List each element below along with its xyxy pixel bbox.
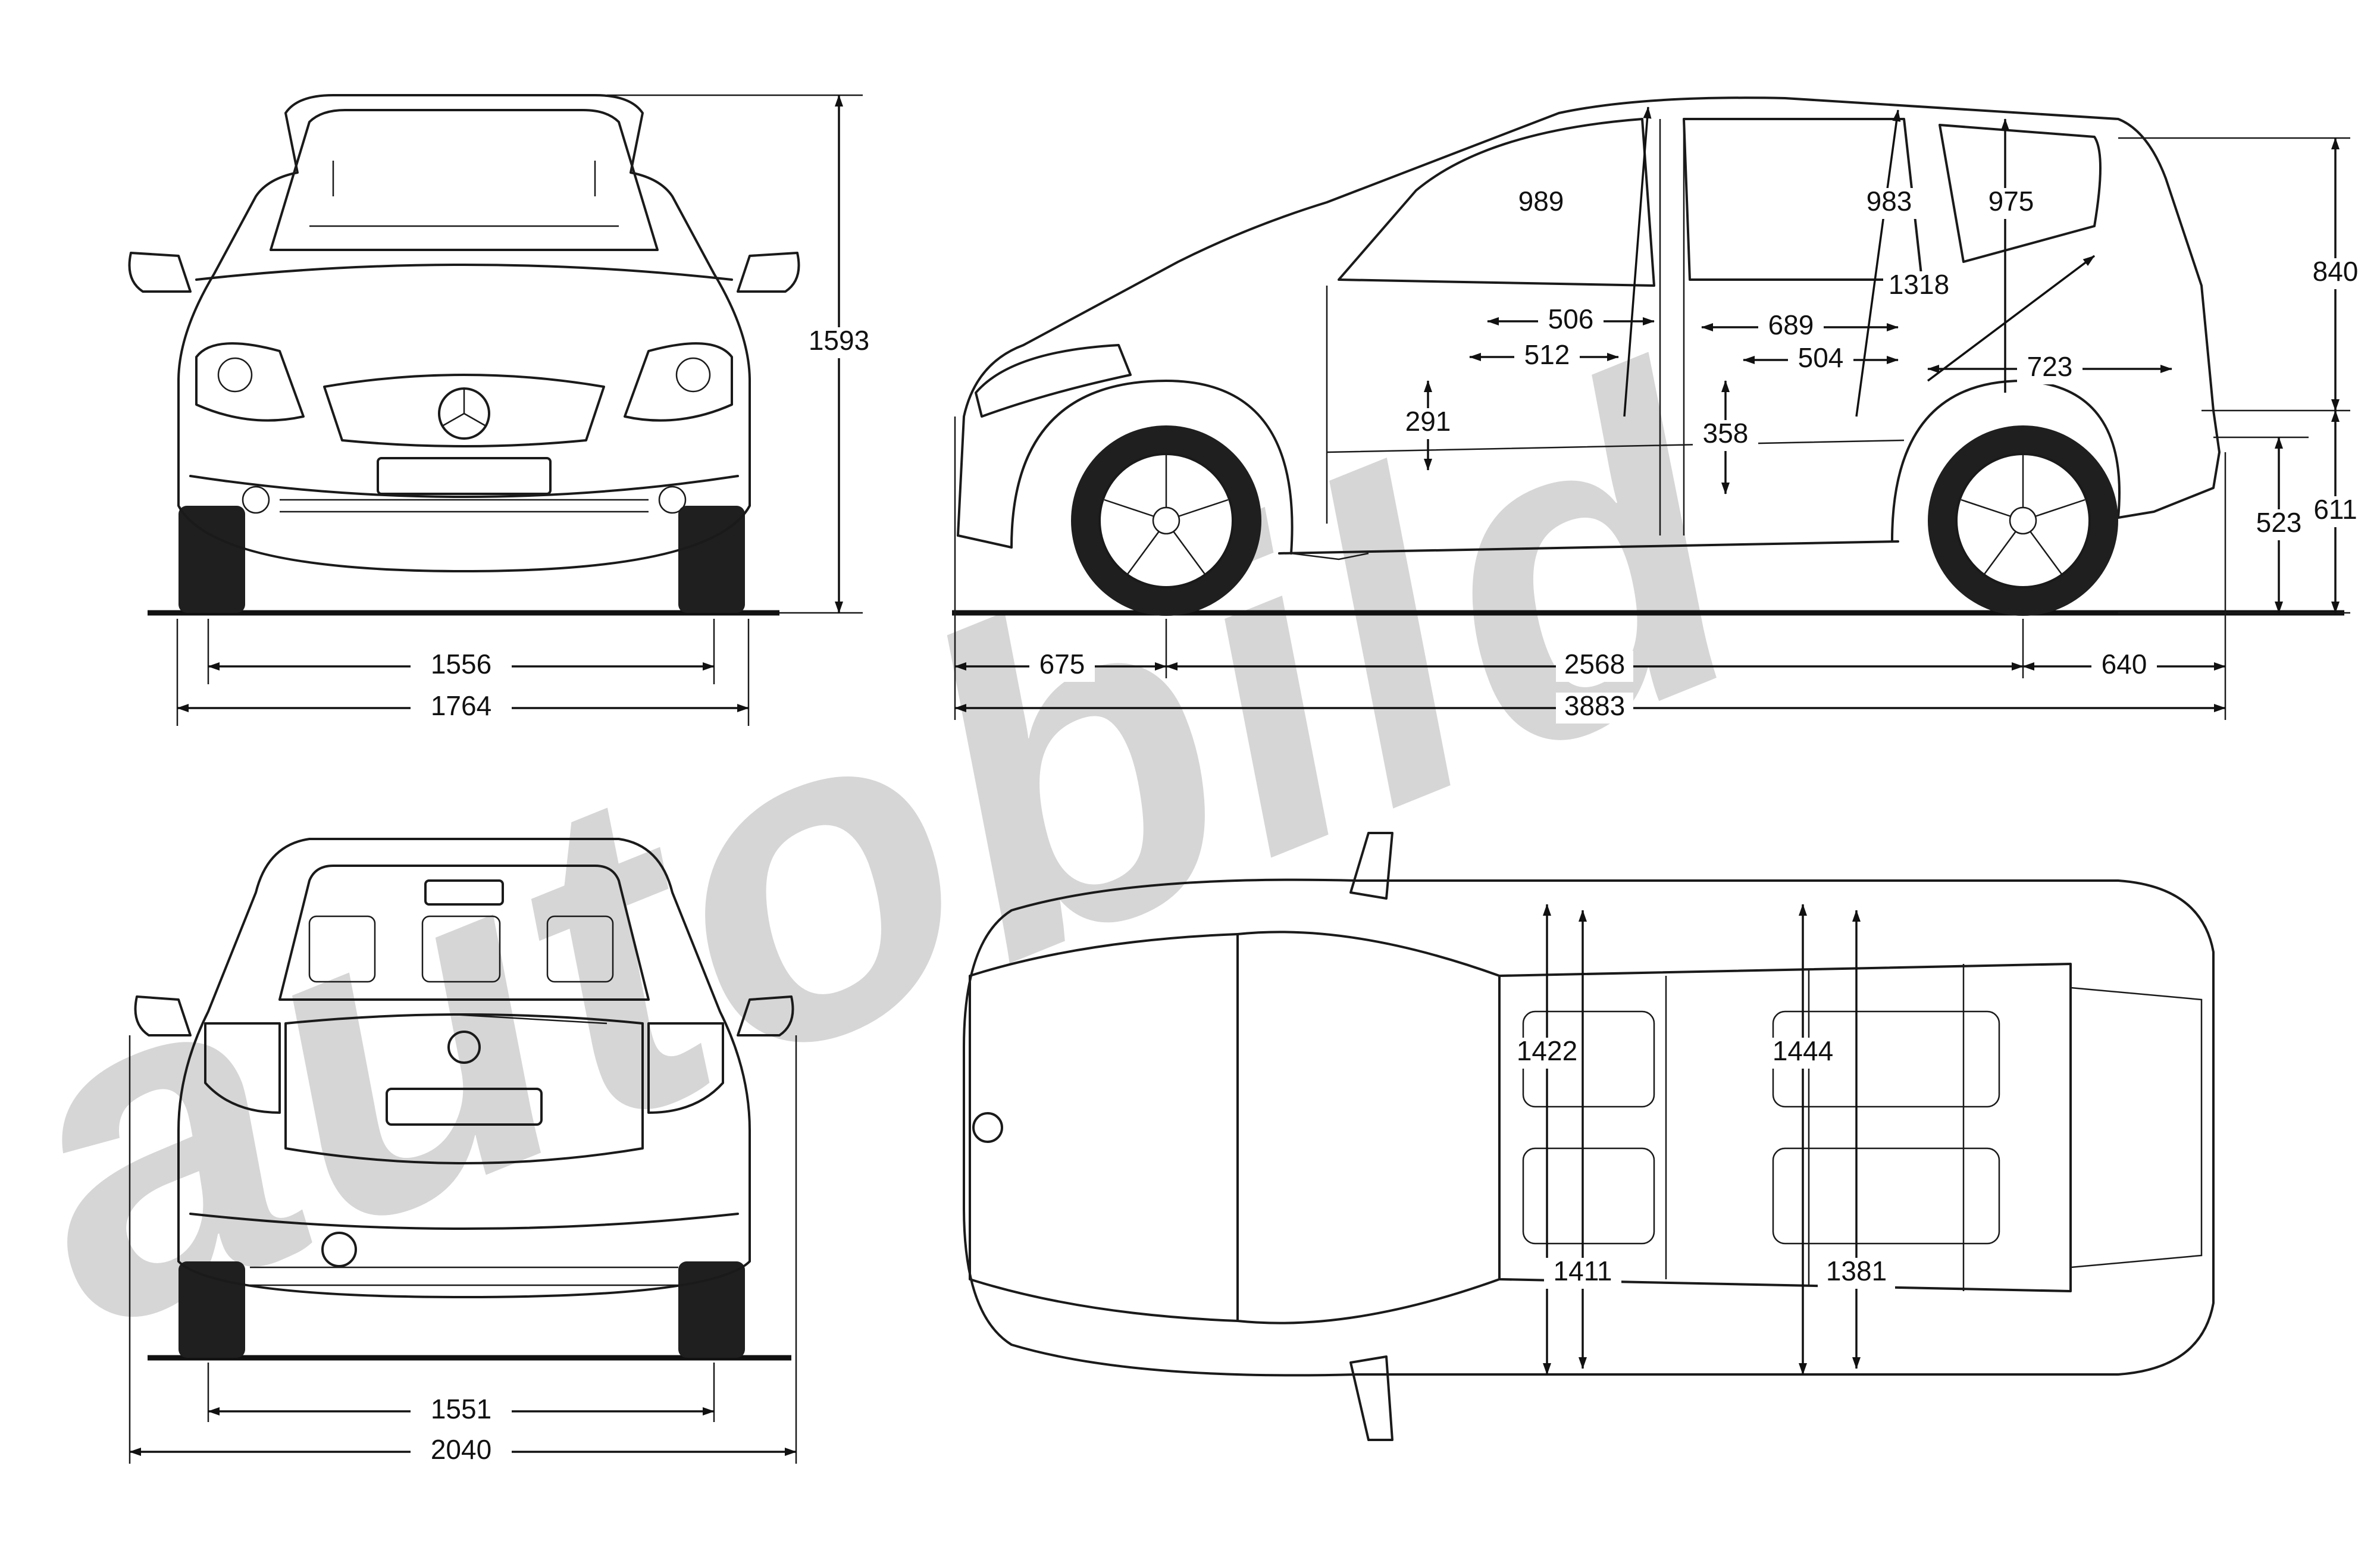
side-front-seat-depth-label: 506 xyxy=(1548,303,1594,334)
side-front-cushion-label: 512 xyxy=(1524,339,1570,370)
side-front-headroom-label: 989 xyxy=(1518,186,1564,217)
side-front-seat-height-label: 291 xyxy=(1405,406,1451,437)
side-load-sill-label: 611 xyxy=(2313,494,2357,525)
side-cargo-height-label: 975 xyxy=(1988,186,2034,217)
rear-view: 1551 2040 xyxy=(129,838,797,1467)
side-rear-headroom-label: 983 xyxy=(1867,186,1912,217)
side-view: 989 983 975 1318 506 512 291 689 504 358… xyxy=(952,96,2368,724)
front-view: 1556 1764 1593 xyxy=(128,94,878,726)
watermark: autobild xyxy=(0,274,1812,1422)
top-rear-shoulder-label: 1444 xyxy=(1773,1035,1833,1066)
top-view: 1422 1444 1411 1381 xyxy=(963,832,2215,1441)
side-rear-legroom-label: 689 xyxy=(1768,309,1814,340)
front-height-label: 1593 xyxy=(809,325,869,356)
side-cargo-length-label: 723 xyxy=(2027,351,2073,382)
front-width-label: 1764 xyxy=(431,690,491,721)
side-rear-seat-height-label: 358 xyxy=(1703,418,1749,449)
side-rear-cushion-label: 504 xyxy=(1798,342,1844,373)
top-rear-hip-label: 1381 xyxy=(1826,1255,1887,1286)
side-rear-overhang-label: 640 xyxy=(2102,649,2147,679)
side-length-label: 3883 xyxy=(1564,690,1625,721)
side-rear-height-label: 840 xyxy=(2313,256,2359,287)
side-bumper-height-label: 523 xyxy=(2256,507,2302,538)
rear-width-label: 2040 xyxy=(431,1434,491,1465)
top-front-shoulder-label: 1422 xyxy=(1517,1035,1577,1066)
rear-track-label: 1551 xyxy=(431,1393,491,1424)
side-front-overhang-label: 675 xyxy=(1039,649,1085,679)
side-wheelbase-label: 2568 xyxy=(1564,649,1625,679)
front-track-label: 1556 xyxy=(431,649,491,679)
top-front-hip-label: 1411 xyxy=(1554,1255,1612,1286)
watermark-text: autobild xyxy=(0,274,1812,1422)
side-cargo-diag-label: 1318 xyxy=(1889,269,1949,300)
